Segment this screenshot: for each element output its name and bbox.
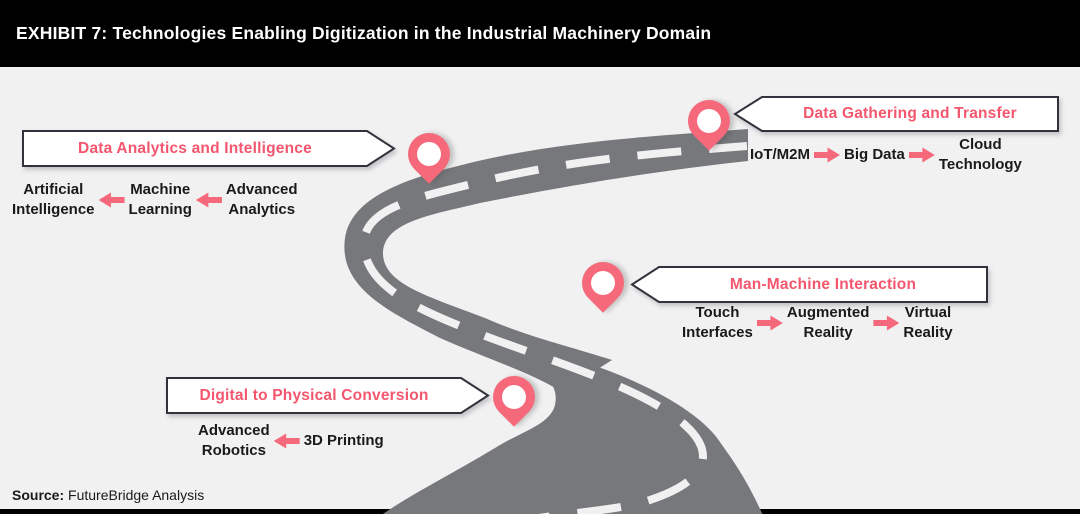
banner-data-analytics: Data Analytics and Intelligence	[22, 130, 396, 167]
banner-label: Data Analytics and Intelligence	[78, 139, 312, 157]
banner-data-gathering: Data Gathering and Transfer	[733, 96, 1059, 132]
road-center-dashes	[359, 142, 748, 514]
banner-label: Data Gathering and Transfer	[803, 105, 1017, 122]
banner-shape	[733, 96, 1059, 132]
flow-arrow-right-icon	[814, 147, 840, 163]
pin-dot	[697, 109, 721, 133]
pin-dot	[417, 142, 441, 166]
source-note: Source: FutureBridge Analysis	[12, 487, 204, 503]
road-upper-segment	[344, 129, 748, 392]
flow-digital-physical: Advanced Robotics 3D Printing	[198, 419, 384, 463]
banner-label: Man-Machine Interaction	[729, 275, 917, 293]
flow-item-3d-printing: 3D Printing	[303, 432, 384, 450]
banner-man-machine: Man-Machine Interaction	[630, 266, 988, 303]
pin-dot	[591, 271, 615, 295]
banner-shape	[630, 266, 988, 303]
location-pin-icon	[484, 367, 544, 432]
pin-dot	[502, 385, 526, 409]
flow-item-advanced-robotics: Advanced Robotics	[198, 422, 270, 459]
flow-arrow-left-icon	[98, 192, 125, 208]
flow-item-augmented-reality: Augmented Reality	[786, 304, 870, 341]
source-label: Source:	[12, 487, 65, 503]
flow-arrow-right-icon	[873, 315, 900, 331]
flow-arrow-left-icon	[273, 433, 300, 449]
title-bar: EXHIBIT 7: Technologies Enabling Digitiz…	[0, 0, 1080, 67]
flow-item-advanced-analytics: Advanced Analytics	[225, 181, 298, 218]
flow-arrow-right-icon	[908, 147, 935, 163]
flow-man-machine: Touch Interfaces Augmented Reality Virtu…	[682, 301, 953, 345]
flow-arrow-left-icon	[195, 192, 222, 208]
road-lower-segment	[383, 335, 763, 514]
banner-digital-physical: Digital to Physical Conversion	[166, 377, 490, 414]
flow-arrow-right-icon	[756, 315, 783, 331]
location-pin-icon	[573, 253, 633, 318]
flow-item-iot-m2m: IoT/M2M	[750, 146, 810, 164]
flow-item-cloud-technology: Cloud Technology	[938, 136, 1022, 173]
flow-data-gathering: IoT/M2M Big Data Cloud Technology	[750, 133, 1022, 177]
banner-shape	[22, 130, 396, 167]
flow-data-analytics: Artificial Intelligence Machine Learning…	[12, 178, 298, 222]
banner-label: Digital to Physical Conversion	[199, 386, 429, 404]
flow-item-touch-interfaces: Touch Interfaces	[682, 304, 753, 341]
location-pin-icon	[679, 91, 739, 156]
flow-item-big-data: Big Data	[844, 146, 905, 164]
flow-item-machine-learning: Machine Learning	[128, 181, 192, 218]
banner-shape	[166, 377, 490, 414]
location-pin-icon	[399, 124, 459, 189]
source-text: FutureBridge Analysis	[64, 487, 205, 503]
page-title: EXHIBIT 7: Technologies Enabling Digitiz…	[16, 23, 712, 43]
flow-item-virtual-reality: Virtual Reality	[903, 304, 953, 341]
flow-item-artificial-intelligence: Artificial Intelligence	[12, 181, 95, 218]
